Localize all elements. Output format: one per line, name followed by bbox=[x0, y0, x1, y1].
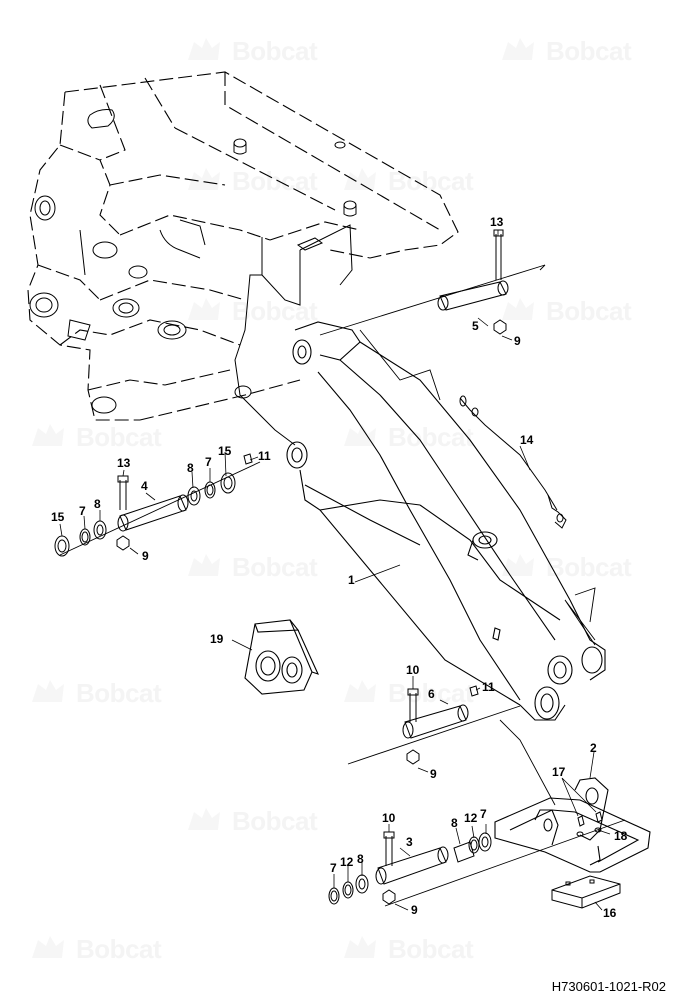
callout-7: 7 bbox=[79, 504, 86, 518]
callout-9: 9 bbox=[430, 767, 437, 781]
callout-8: 8 bbox=[187, 461, 194, 475]
callout-13: 13 bbox=[490, 215, 504, 229]
callout-9: 9 bbox=[514, 334, 521, 348]
bobcat-logo-icon bbox=[502, 38, 534, 60]
callout-8: 8 bbox=[357, 852, 364, 866]
callout-12: 12 bbox=[340, 855, 354, 869]
bobcat-watermark: Bobcat bbox=[498, 30, 648, 70]
bobcat-logo-icon bbox=[188, 168, 220, 190]
callout-2: 2 bbox=[590, 741, 597, 755]
callout-11: 11 bbox=[482, 680, 495, 694]
callout-11: 11 bbox=[258, 449, 271, 463]
bobcat-logo-icon bbox=[188, 298, 220, 320]
callout-7: 7 bbox=[205, 455, 212, 469]
callout-14: 14 bbox=[520, 433, 534, 447]
bobcat-watermark: Bobcat bbox=[184, 160, 334, 200]
callout-17: 17 bbox=[552, 765, 566, 779]
bobcat-logo-icon bbox=[502, 554, 534, 576]
document-id: H730601-1021-R02 bbox=[551, 979, 666, 994]
loader-frame-details bbox=[29, 109, 357, 446]
pin-6-set bbox=[402, 685, 479, 765]
boom-arm bbox=[286, 321, 606, 721]
bobcat-logo-icon bbox=[344, 936, 376, 958]
loader-frame-phantom bbox=[27, 71, 459, 421]
callout-7: 7 bbox=[330, 861, 337, 875]
bobcat-logo-icon bbox=[188, 808, 220, 830]
callout-19: 19 bbox=[210, 632, 224, 646]
bobcat-watermark: Bobcat bbox=[340, 672, 490, 712]
bobcat-watermark: Bobcat bbox=[498, 290, 648, 330]
callout-4: 4 bbox=[141, 479, 148, 493]
bobcat-logo-icon bbox=[502, 298, 534, 320]
callout-12: 12 bbox=[464, 811, 478, 825]
bobcat-watermark: Bobcat bbox=[498, 546, 648, 586]
bushing-block bbox=[244, 619, 320, 695]
bobcat-watermark: Bobcat bbox=[184, 546, 334, 586]
cable-assembly bbox=[459, 395, 567, 529]
bobcat-logo-icon bbox=[344, 680, 376, 702]
pin-3-set bbox=[328, 811, 603, 905]
bobcat-logo-icon bbox=[344, 424, 376, 446]
callout-8: 8 bbox=[94, 497, 101, 511]
bobcat-logo-icon bbox=[32, 680, 64, 702]
bobcat-watermark: Bobcat bbox=[28, 416, 178, 456]
attach-plate bbox=[494, 777, 651, 873]
callout-16: 16 bbox=[603, 906, 617, 920]
callout-15: 15 bbox=[51, 510, 65, 524]
pin-4-set bbox=[54, 453, 253, 557]
bobcat-logo-icon bbox=[32, 936, 64, 958]
bobcat-logo-icon bbox=[32, 424, 64, 446]
callout-3: 3 bbox=[406, 835, 413, 849]
wear-pad bbox=[551, 875, 621, 909]
callout-9: 9 bbox=[142, 549, 149, 563]
callout-10: 10 bbox=[382, 811, 396, 825]
callout-10: 10 bbox=[406, 663, 420, 677]
callout-6: 6 bbox=[428, 687, 435, 701]
callout-9: 9 bbox=[411, 903, 418, 917]
leader-lines bbox=[59, 230, 611, 911]
callout-7: 7 bbox=[480, 807, 487, 821]
bobcat-logo-icon bbox=[188, 38, 220, 60]
axis-lines bbox=[59, 264, 626, 907]
pin-5-set bbox=[437, 229, 509, 335]
bobcat-watermark: Bobcat bbox=[28, 672, 178, 712]
bobcat-watermark: Bobcat bbox=[184, 800, 334, 840]
callout-13: 13 bbox=[117, 456, 131, 470]
callout-8: 8 bbox=[451, 816, 458, 830]
bobcat-watermark: Bobcat bbox=[28, 928, 178, 968]
callout-18: 18 bbox=[614, 829, 628, 843]
bobcat-logo-icon bbox=[188, 554, 220, 576]
bobcat-watermark: Bobcat bbox=[184, 30, 334, 70]
bobcat-watermark: Bobcat bbox=[340, 928, 490, 968]
callout-15: 15 bbox=[218, 444, 232, 458]
callout-1: 1 bbox=[348, 573, 355, 587]
bobcat-watermark: Bobcat bbox=[340, 160, 490, 200]
callout-5: 5 bbox=[472, 319, 479, 333]
bobcat-logo-icon bbox=[344, 168, 376, 190]
